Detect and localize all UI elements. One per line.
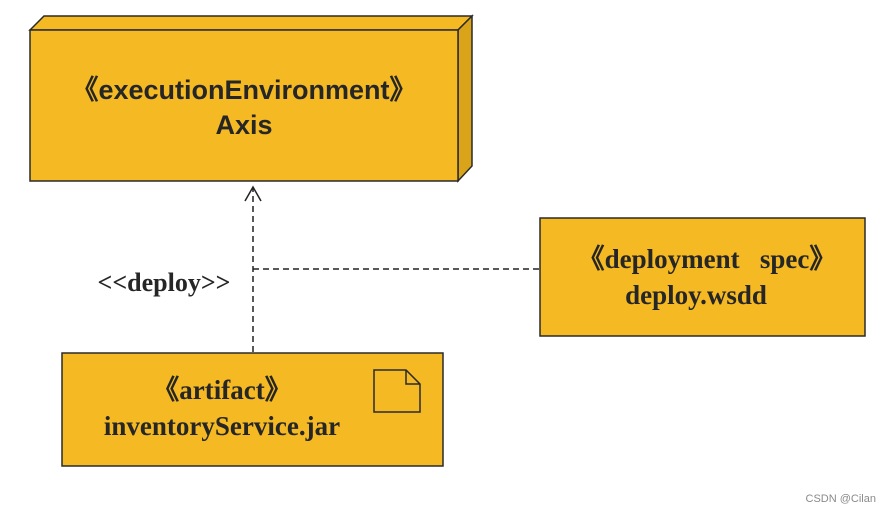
arrowhead-icon: [244, 185, 262, 202]
deployment-spec-name: deploy.wsdd: [625, 280, 767, 310]
dependency-label: <<deploy>>: [98, 268, 231, 297]
node-front-face: [29, 29, 459, 182]
node-top-face: [28, 15, 474, 31]
artifact-stereotype: 《artifact》: [152, 375, 291, 405]
node-side-face: [457, 14, 473, 183]
node-name: Axis: [215, 110, 272, 140]
node-stereotype: 《executionEnvironment》: [71, 75, 416, 105]
deployment-spec-rect: [539, 217, 866, 337]
watermark: CSDN @Cilan: [806, 493, 876, 505]
document-icon: [373, 369, 421, 413]
deployment-spec-stereotype: 《deployment spec》: [578, 244, 837, 274]
deploy-dependency[interactable]: [244, 185, 262, 352]
artifact-box[interactable]: 《artifact》 inventoryService.jar: [61, 352, 444, 467]
artifact-name: inventoryService.jar: [104, 411, 340, 441]
execution-environment-node[interactable]: 《executionEnvironment》 Axis: [28, 14, 474, 183]
deployment-spec-box[interactable]: 《deployment spec》 deploy.wsdd: [539, 217, 866, 337]
